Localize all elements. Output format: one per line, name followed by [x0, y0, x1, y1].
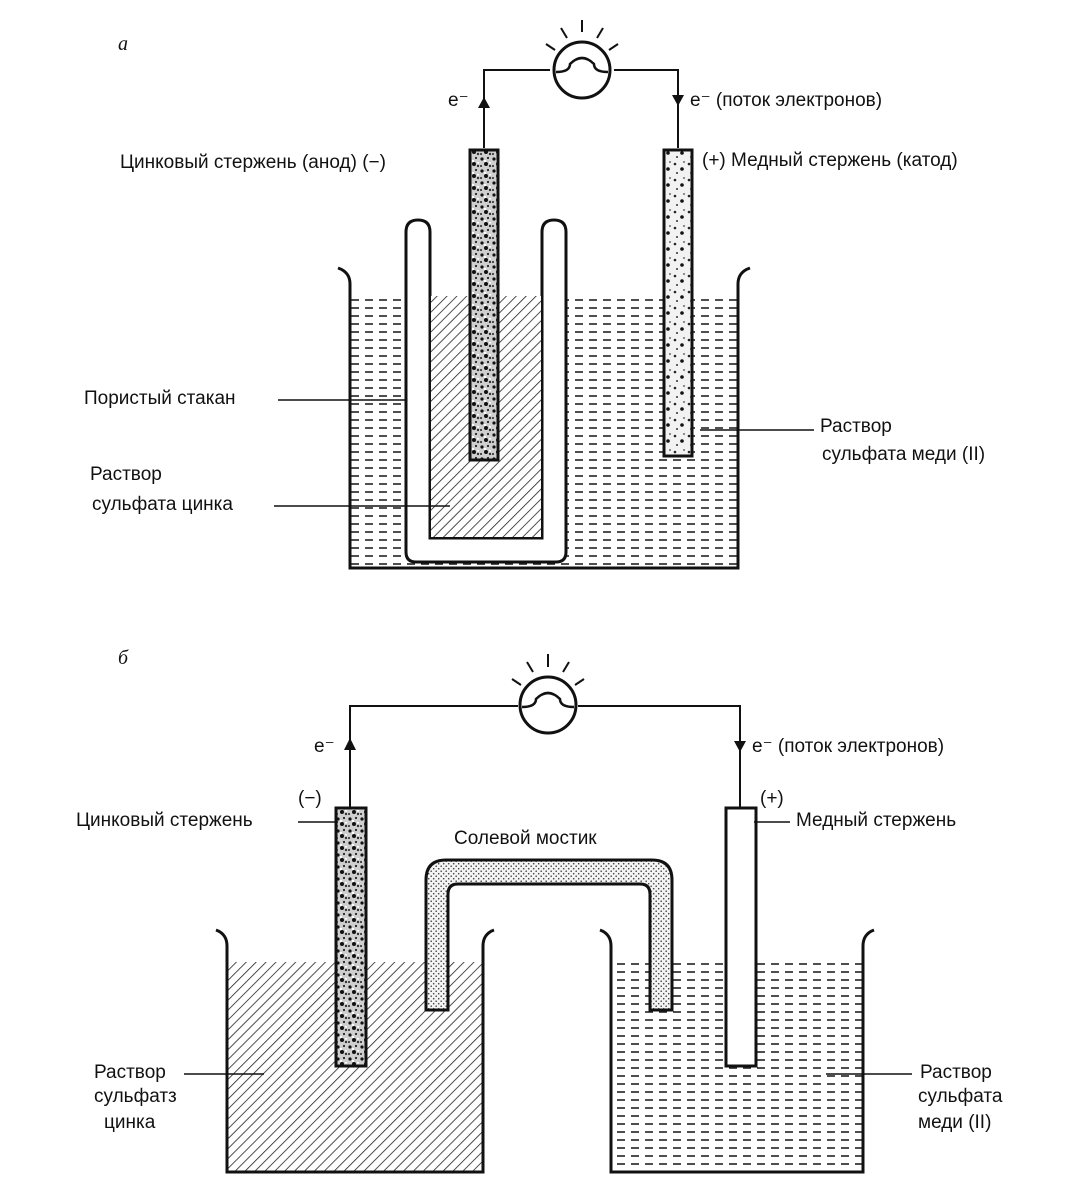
panel-a-copper-rod-label: (+) Медный стержень (катод) [702, 150, 958, 171]
panel-b: б e⁻ e⁻ (поток электронов) (−) (+) [76, 647, 1003, 1174]
panel-b-salt-bridge [424, 858, 674, 1012]
panel-b-zinc-solution-label-3: цинка [104, 1112, 156, 1133]
panel-b-zinc-solution-label-1: Раствор [94, 1062, 166, 1083]
panel-a-arrow-up-icon [478, 97, 490, 108]
panel-b-minus-sign: (−) [298, 788, 322, 809]
panel-b-plus-sign: (+) [760, 788, 784, 809]
panel-a-zinc-solution-label-2: сульфата цинка [92, 494, 233, 515]
panel-a-copper-rod [662, 148, 694, 458]
panel-a-porous-cup-label: Пористый стакан [84, 388, 236, 409]
panel-b-arrow-up-icon [344, 738, 356, 750]
panel-b-copper-solution-label-2: сульфата [918, 1086, 1003, 1107]
panel-a-copper-solution-label-2: сульфата меди (II) [822, 444, 985, 465]
panel-a-copper-solution-label-1: Раствор [820, 416, 892, 437]
panel-b-arrow-down-icon [734, 741, 746, 752]
panel-b-zinc-rod [334, 806, 368, 1068]
panel-a-wire [483, 69, 679, 148]
panel-b-left-beaker [215, 928, 495, 1174]
panel-b-right-beaker [599, 928, 875, 1174]
panel-b-electron-left: e⁻ [314, 736, 335, 757]
panel-a-letter: а [118, 33, 128, 55]
panel-b-zinc-rod-label: Цинковый стержень [76, 810, 253, 831]
panel-b-salt-bridge-label: Солевой мостик [454, 828, 597, 849]
panel-b-lamp-icon [511, 654, 585, 735]
panel-b-electron-right: e⁻ (поток электронов) [752, 736, 944, 757]
panel-b-copper-solution-label-3: меди (II) [918, 1112, 991, 1133]
panel-a-zinc-solution-label-1: Раствор [90, 464, 162, 485]
panel-b-wire [349, 705, 741, 808]
panel-b-zinc-solution-label-2: сульфатз [94, 1086, 177, 1107]
panel-b-copper-rod [724, 806, 758, 1068]
panel-b-copper-rod-label: Медный стержень [796, 810, 956, 831]
panel-b-letter: б [118, 647, 129, 669]
panel-a-porous-cup [404, 218, 568, 564]
panel-a-arrow-down-icon [672, 95, 684, 106]
panel-a: а e⁻ e⁻ (поток электронов) Цинковый стер… [84, 20, 985, 570]
panel-a-electron-right: e⁻ (поток электронов) [690, 90, 882, 111]
panel-a-zinc-rod-label: Цинковый стержень (анод) (−) [120, 152, 386, 173]
panel-b-copper-solution-label-1: Раствор [920, 1062, 992, 1083]
panel-a-electron-left: e⁻ [448, 90, 469, 111]
panel-a-beaker [337, 266, 751, 570]
panel-a-zinc-rod [468, 148, 500, 462]
panel-a-lamp-icon [545, 20, 619, 100]
